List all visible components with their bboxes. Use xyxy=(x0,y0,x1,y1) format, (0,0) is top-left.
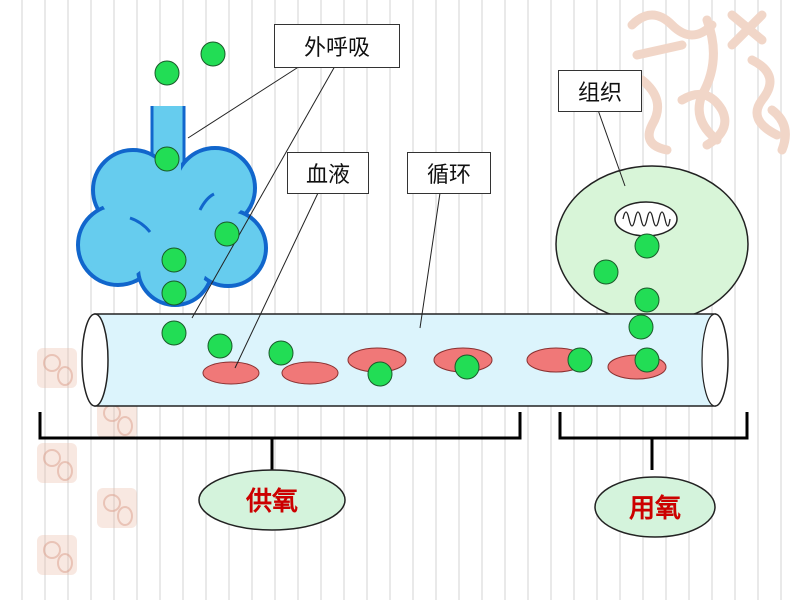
external-respiration-label: 外呼吸 xyxy=(274,24,400,68)
leader-lines xyxy=(187,65,626,369)
oxygen-dot xyxy=(454,354,480,380)
oxygen-dot xyxy=(200,41,226,67)
oxygen-dot xyxy=(161,247,187,273)
oxygen-dot xyxy=(628,314,654,340)
oxygen-dot xyxy=(634,347,660,373)
oxygen-supply-ellipse xyxy=(198,469,346,531)
oxygen-dot xyxy=(207,333,233,359)
oxygen-dot xyxy=(367,361,393,387)
oxygen-use-label: 用氧 xyxy=(629,494,681,524)
oxygen-supply-label: 供氧 xyxy=(245,487,298,517)
decorative-stamp xyxy=(37,443,77,483)
oxygen-dot xyxy=(268,340,294,366)
oxygen-molecules xyxy=(154,41,660,387)
lung-icon xyxy=(76,106,268,307)
blood-label: 血液 xyxy=(287,152,369,194)
oxygen-dot xyxy=(154,146,180,172)
decorative-stamp xyxy=(37,535,77,575)
oxygen-use-ellipse xyxy=(594,476,716,538)
decorative-stamp xyxy=(97,488,137,528)
tissue-label: 组织 xyxy=(558,70,642,112)
oxygen-dot xyxy=(593,259,619,285)
oxygen-dot xyxy=(634,233,660,259)
oxygen-dot xyxy=(161,280,187,306)
use-bracket xyxy=(558,412,749,470)
red-blood-cell xyxy=(281,361,339,385)
oxygen-dot xyxy=(567,347,593,373)
oxygen-dot xyxy=(161,320,187,346)
supply-bracket xyxy=(38,412,522,470)
circulation-label: 循环 xyxy=(407,152,491,194)
oxygen-dot xyxy=(154,60,180,86)
oxygen-dot xyxy=(214,221,240,247)
mitochondrion-icon xyxy=(614,201,678,237)
decorative-seal-watermark xyxy=(627,10,790,155)
red-blood-cell xyxy=(202,361,260,385)
oxygen-dot xyxy=(634,287,660,313)
decorative-stamp xyxy=(37,348,77,388)
